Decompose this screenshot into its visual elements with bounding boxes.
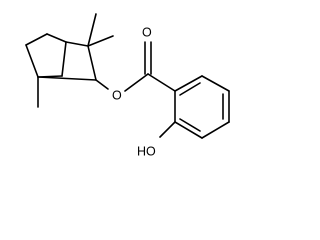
ester-oxygen-label: O [112, 88, 122, 102]
bond-c1-bridge [37, 75, 63, 78]
chemical-structure: O O HO [25, 13, 230, 158]
bond-bridge-c4 [61, 41, 67, 77]
bond-c1-c6 [25, 44, 39, 78]
bond-c3-c2 [87, 45, 97, 81]
bond-carbonyl-c-ring [147, 73, 176, 92]
ring-inner-double-3 [179, 118, 201, 132]
ring-bond-2 [201, 75, 230, 92]
bond-ring-hydroxyl [159, 121, 176, 138]
bond-c5-c4 [46, 33, 67, 43]
ring-inner-double-1 [179, 82, 201, 96]
ring-bond-1 [174, 75, 203, 92]
bond-ester-o-carbonyl-c [124, 73, 149, 92]
methyl-c3a-bond [87, 13, 97, 47]
ring-bond-5 [174, 121, 203, 139]
carbonyl-oxygen-label: O [142, 25, 152, 39]
bond-c2-c1 [37, 76, 97, 81]
bond-c6-c5 [25, 33, 48, 46]
methyl-c3b-bond [87, 35, 114, 47]
benzene-ring [159, 75, 230, 139]
bicyclic-cage [25, 33, 97, 81]
bond-c4-c3 [65, 41, 89, 47]
ester-linkage [95, 41, 176, 92]
bond-c2-ester-o [95, 79, 109, 90]
methyl-groups [37, 13, 114, 108]
hydroxyl-label: HO [137, 144, 156, 158]
ring-bond-4 [201, 121, 230, 139]
